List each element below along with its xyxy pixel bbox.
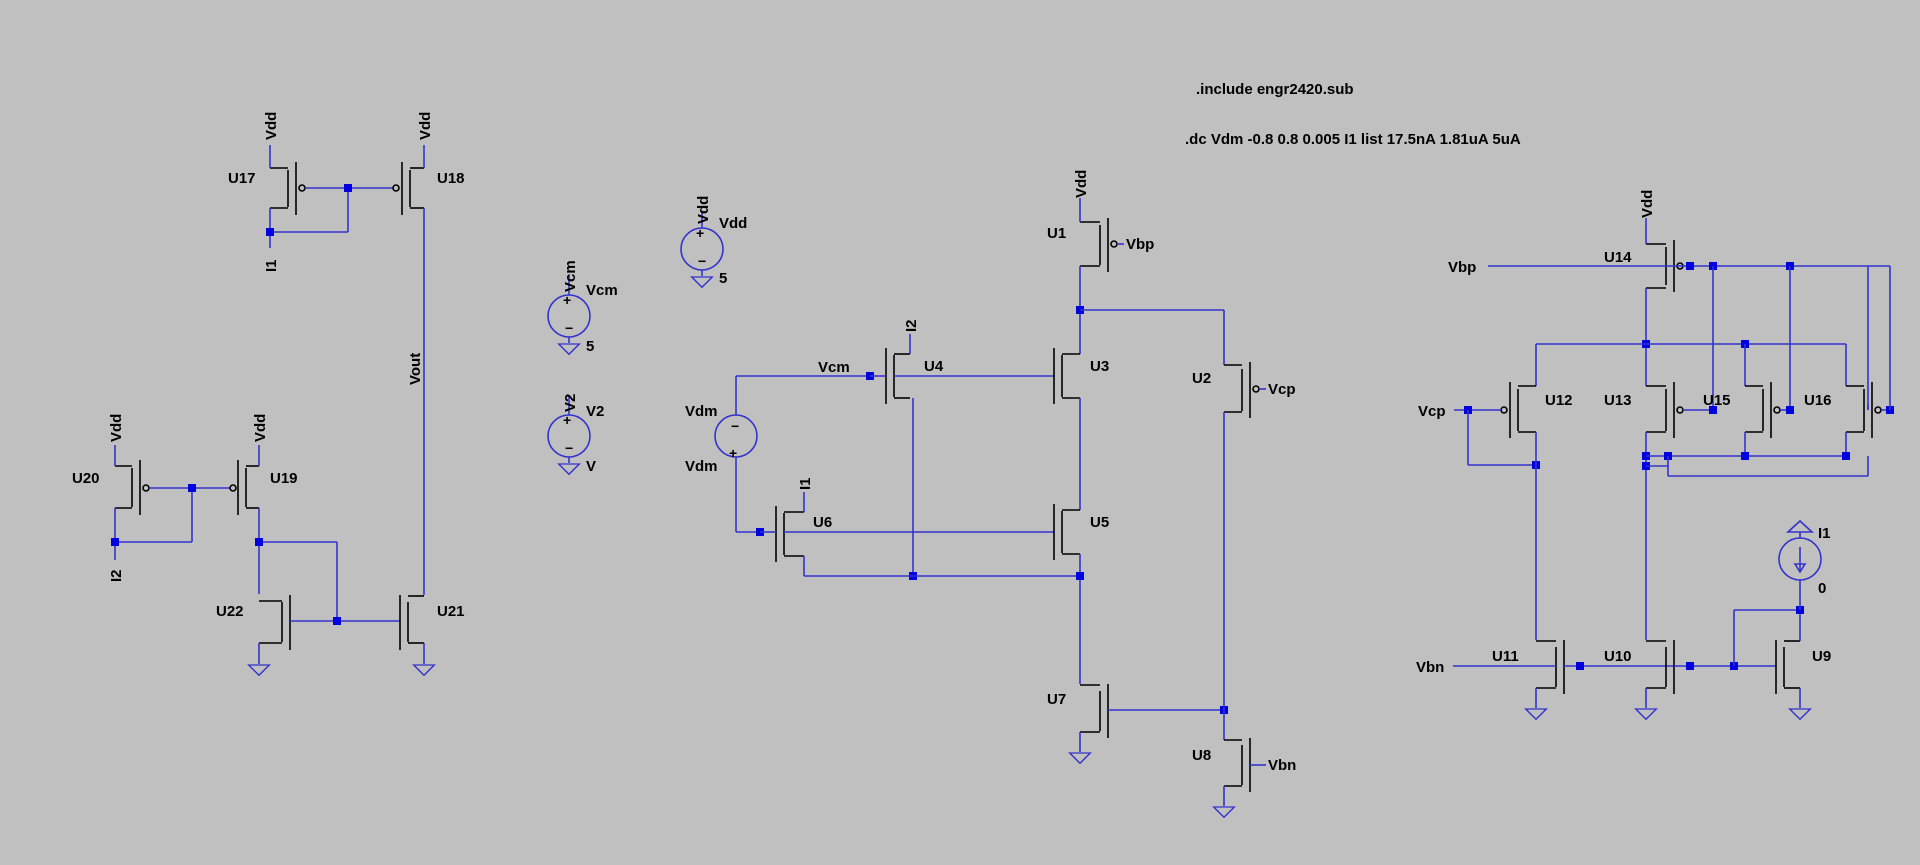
label-U12: U12: [1545, 392, 1573, 409]
mosfet-U7[interactable]: [1080, 684, 1109, 738]
label-U22: U22: [216, 603, 244, 620]
label-U5: U5: [1090, 514, 1109, 531]
mosfet-U21[interactable]: [399, 595, 424, 650]
mosfet-U12[interactable]: [1500, 382, 1536, 438]
value-I1: 0: [1818, 580, 1826, 597]
mosfet-U11[interactable]: [1536, 640, 1565, 694]
label-U15: U15: [1703, 392, 1731, 409]
ground-symbol: [1068, 752, 1092, 765]
current-source-i1[interactable]: [1778, 519, 1822, 610]
net-label-vbp: Vbp: [1126, 236, 1154, 253]
label-U16: U16: [1804, 392, 1832, 409]
net-label-vcp: Vcp: [1268, 381, 1296, 398]
label-U17: U17: [228, 170, 256, 187]
label-I1: I1: [1818, 525, 1831, 542]
ground-symbol: [1524, 708, 1548, 721]
mosfet-U10[interactable]: [1646, 640, 1675, 694]
net-label-vcp: Vcp: [1418, 403, 1446, 420]
value-V2: V: [586, 458, 596, 475]
label-U13: U13: [1604, 392, 1632, 409]
net-label-vdd: Vdd: [1639, 190, 1656, 218]
net-label-vdd: Vdd: [108, 414, 125, 442]
label-U14: U14: [1604, 249, 1632, 266]
svg-text:+: +: [563, 412, 571, 428]
ground-symbol: [1634, 708, 1658, 721]
voltage-source-v2[interactable]: + −: [547, 396, 591, 476]
mosfet-U15[interactable]: [1745, 382, 1781, 438]
label-U11: U11: [1492, 648, 1519, 665]
net-label-vcm-src: Vcm: [562, 260, 579, 292]
label-Vdd: Vdd: [719, 215, 747, 232]
value-Vcm: 5: [586, 338, 594, 355]
mosfet-U3[interactable]: [1053, 348, 1080, 404]
net-label-vbp: Vbp: [1448, 259, 1476, 276]
voltage-source-vcm[interactable]: + −: [547, 276, 591, 356]
svg-text:+: +: [696, 225, 704, 241]
value-Vdd: 5: [719, 270, 727, 287]
ground-symbol: [1212, 806, 1236, 819]
dc-sweep-directive[interactable]: .dc Vdm -0.8 0.8 0.005 I1 list 17.5nA 1.…: [1185, 131, 1521, 148]
label-U20: U20: [72, 470, 100, 487]
net-label-vout: Vout: [407, 353, 424, 385]
ground-symbol: [1788, 708, 1812, 721]
mosfet-U9[interactable]: [1775, 640, 1800, 694]
svg-text:−: −: [731, 418, 739, 434]
net-label-i1: I1: [263, 259, 280, 272]
label-U7: U7: [1047, 691, 1066, 708]
mosfet-U5[interactable]: [1053, 504, 1080, 560]
mosfet-U16[interactable]: [1846, 382, 1882, 438]
voltage-source-vdm[interactable]: − +: [714, 414, 758, 461]
net-label-i2: I2: [108, 569, 125, 582]
mosfet-U19[interactable]: [229, 460, 259, 515]
mosfet-U8[interactable]: [1224, 738, 1251, 792]
mosfet-U13[interactable]: [1646, 382, 1684, 438]
label-U2: U2: [1192, 370, 1211, 387]
net-label-i2: I2: [903, 319, 920, 332]
svg-text:−: −: [565, 320, 573, 336]
mosfet-U20[interactable]: [115, 460, 150, 515]
net-label-vcm: Vcm: [818, 359, 850, 376]
label-U6: U6: [813, 514, 832, 531]
label-U8: U8: [1192, 747, 1211, 764]
net-label-vbn: Vbn: [1268, 757, 1296, 774]
net-label-i1: I1: [797, 477, 814, 490]
ground-symbol: [412, 664, 436, 677]
label-U4: U4: [924, 358, 944, 375]
mosfet-U2[interactable]: [1224, 362, 1260, 418]
mosfet-U18[interactable]: [392, 162, 424, 215]
mosfet-U6[interactable]: [775, 506, 804, 562]
label-Vdm: Vdm: [685, 403, 718, 420]
net-label-v2-src: V2: [562, 394, 579, 412]
svg-text:−: −: [565, 440, 573, 456]
ground-symbol: [247, 664, 271, 677]
mosfet-U17[interactable]: [270, 162, 306, 215]
label-U1: U1: [1047, 225, 1066, 242]
label-U10: U10: [1604, 648, 1632, 665]
label-U9: U9: [1812, 648, 1831, 665]
net-label-vdd: Vdd: [252, 414, 269, 442]
net-label-vdd: Vdd: [1073, 170, 1090, 198]
svg-text:+: +: [563, 292, 571, 308]
mosfet-U1[interactable]: [1080, 218, 1118, 272]
net-label-vdd-src: Vdd: [695, 196, 712, 224]
svg-text:+: +: [729, 445, 737, 461]
svg-text:−: −: [698, 253, 706, 269]
label-U19: U19: [270, 470, 298, 487]
value-Vdm: Vdm: [685, 458, 718, 475]
label-U18: U18: [437, 170, 465, 187]
label-U21: U21: [437, 603, 465, 620]
net-label-vbn: Vbn: [1416, 659, 1444, 676]
label-V2: V2: [586, 403, 604, 420]
mosfet-U22[interactable]: [259, 595, 291, 650]
voltage-source-vdd[interactable]: + −: [680, 212, 724, 289]
net-label-vdd: Vdd: [417, 112, 434, 140]
label-U3: U3: [1090, 358, 1109, 375]
label-Vcm: Vcm: [586, 282, 618, 299]
include-directive[interactable]: .include engr2420.sub: [1196, 81, 1354, 98]
net-label-vdd: Vdd: [263, 112, 280, 140]
